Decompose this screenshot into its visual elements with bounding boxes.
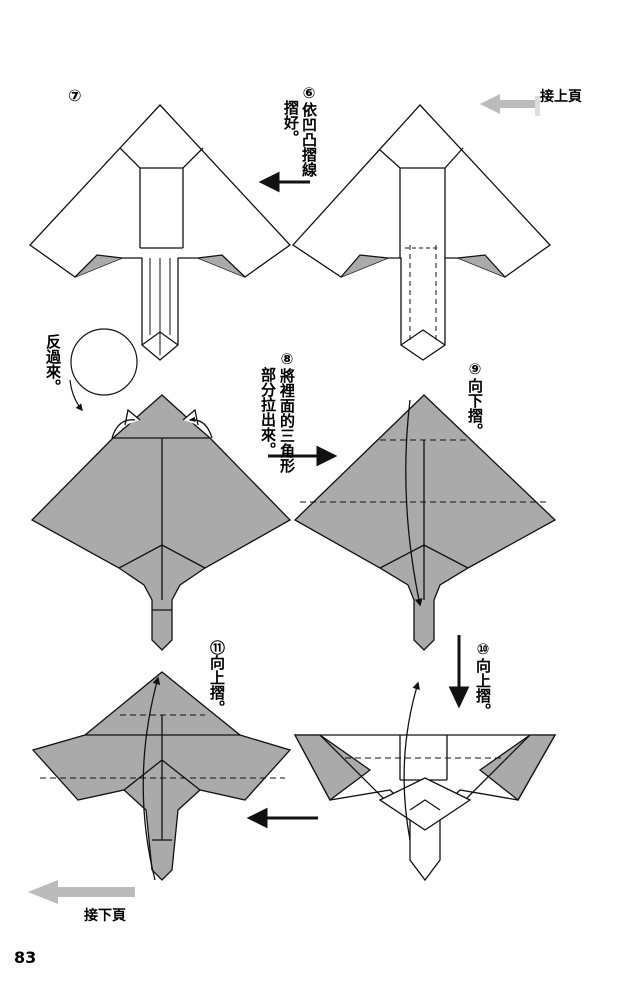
step11-figure [31, 671, 292, 881]
step6-number: ⑥ [300, 84, 318, 102]
page-number: 83 [14, 948, 37, 967]
turn-over-label: 反過來。 [44, 334, 62, 394]
nav-arrow-next [28, 880, 135, 904]
turn-over-arrow [69, 328, 138, 412]
step6-text-line1: 依凹凸摺線 [300, 102, 318, 177]
prev-page-label: 接上頁 [540, 89, 582, 105]
step6-label-line2: 摺好。 [282, 100, 300, 145]
step11-text: 向上摺。 [208, 655, 226, 715]
step10-number: ⑩ [474, 640, 492, 658]
step9-figure [293, 394, 557, 651]
step10-label: ⑩向上摺。 [474, 640, 492, 718]
step10-figure [293, 681, 557, 882]
nav-arrow-prev [480, 94, 540, 116]
step6-label-line1: ⑥依凹凸摺線 [300, 84, 318, 177]
step10-text: 向上摺。 [474, 658, 492, 718]
step8-number: ⑧ [278, 350, 296, 368]
step9-label: ⑨向下摺。 [466, 360, 484, 438]
step7-figure [29, 104, 291, 361]
step9-number: ⑨ [466, 360, 484, 378]
step8-text-line1: 將裡面的三角形 [278, 368, 296, 473]
step-arrows [246, 171, 470, 829]
step11-number: ⑪ [208, 640, 226, 655]
next-page-label: 接下頁 [84, 908, 126, 924]
step8-label-line1: ⑧將裡面的三角形 [278, 350, 296, 473]
step8-figure [30, 394, 292, 651]
step8-label-line2: 部分拉出來。 [259, 367, 277, 457]
step7-number: ⑦ [68, 86, 82, 105]
step6-figure [292, 104, 551, 361]
step11-label: ⑪向上摺。 [208, 640, 226, 715]
step9-text: 向下摺。 [466, 378, 484, 438]
